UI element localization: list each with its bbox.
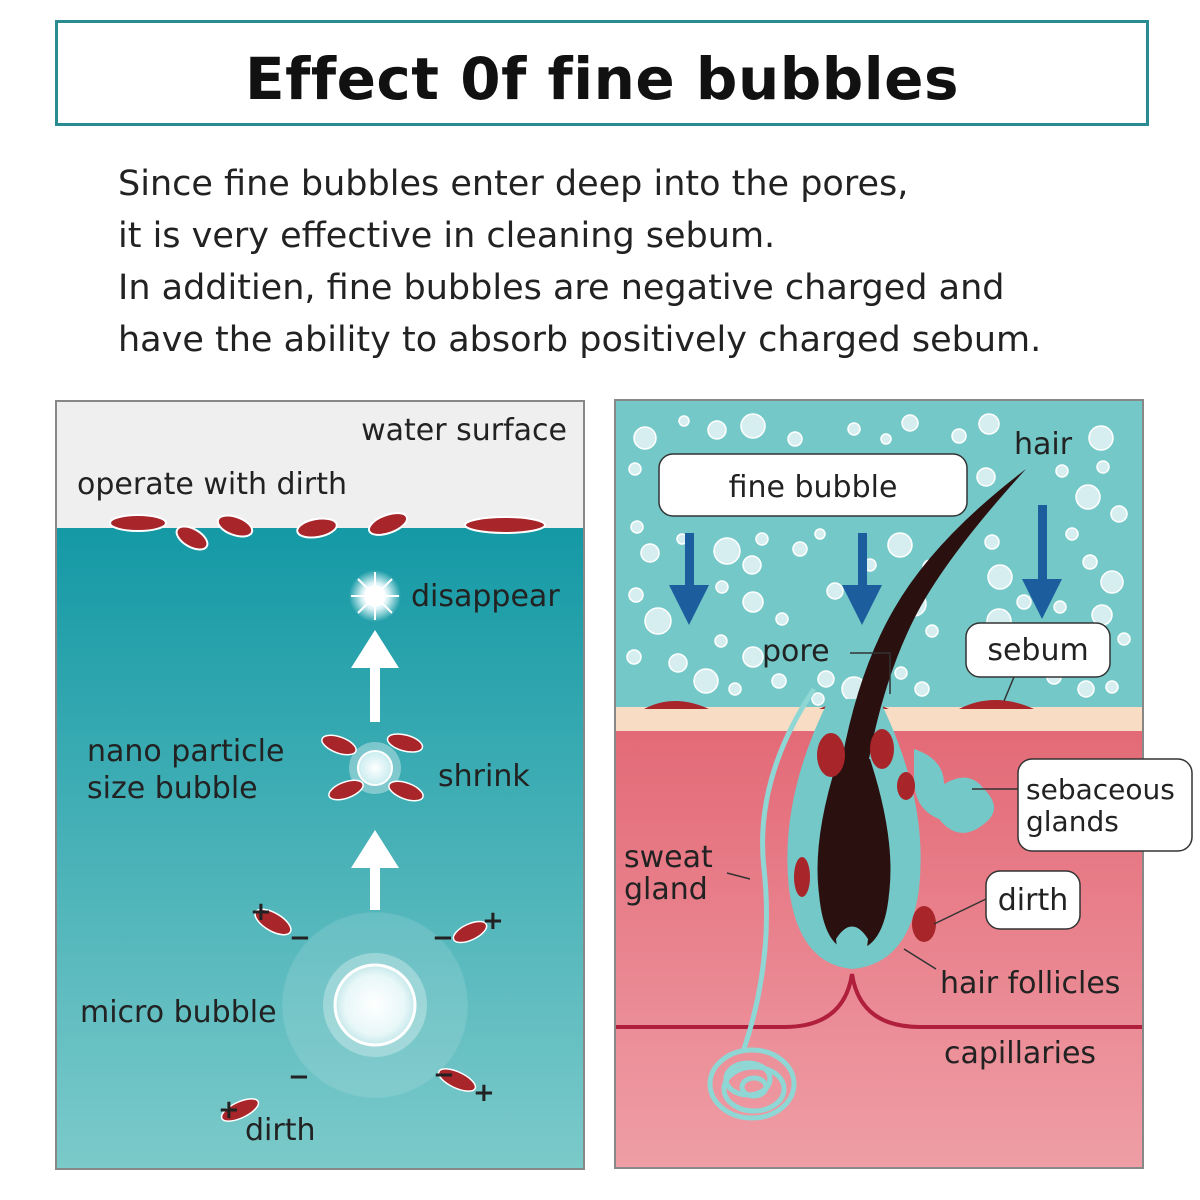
up-arrow-icon bbox=[351, 630, 399, 722]
water-surface-label: water surface bbox=[361, 413, 567, 448]
minus-sign: − bbox=[289, 923, 311, 953]
dirth-label: dirth bbox=[998, 883, 1069, 918]
sebaceous-glands bbox=[914, 749, 994, 833]
plus-sign: + bbox=[473, 1078, 495, 1108]
pore-label: pore bbox=[762, 634, 830, 669]
fine-bubble-label: fine bubble bbox=[729, 470, 898, 505]
bubble-field bbox=[626, 413, 1131, 706]
plus-sign: + bbox=[250, 897, 272, 927]
water-area bbox=[55, 528, 585, 1170]
intro-text: Since fine bubbles enter deep into the p… bbox=[118, 158, 1158, 366]
down-arrow-icon bbox=[842, 533, 882, 625]
intro-line: Since fine bubbles enter deep into the p… bbox=[118, 164, 909, 204]
dirth-label: dirth bbox=[245, 1113, 316, 1148]
plus-sign: + bbox=[482, 906, 504, 936]
panel-border bbox=[55, 400, 585, 1170]
up-arrow-icon bbox=[351, 830, 399, 910]
micro-bubble-label: micro bubble bbox=[80, 995, 277, 1030]
sebum-callout bbox=[965, 622, 1111, 678]
leader-lines bbox=[726, 652, 1024, 970]
dirt-particle bbox=[367, 512, 409, 536]
nano-bubble bbox=[321, 733, 424, 802]
sebum-label: sebum bbox=[987, 633, 1088, 668]
charge-signs: + − − + − − + + bbox=[218, 897, 504, 1125]
capillary-line bbox=[614, 973, 1144, 1029]
charged-dirt bbox=[220, 908, 488, 1122]
dirt-particle bbox=[464, 516, 546, 534]
disappear-sparkle bbox=[349, 570, 401, 622]
left-diagram: water surface operate with dirth disappe… bbox=[55, 400, 585, 1170]
fine-bubble-callout bbox=[658, 453, 968, 517]
plus-sign: + bbox=[218, 1095, 240, 1125]
nano-label-line1: nano particle bbox=[87, 734, 284, 769]
operate-label: operate with dirth bbox=[77, 467, 347, 502]
minus-sign: − bbox=[288, 1062, 310, 1092]
dirt-particle bbox=[175, 525, 209, 551]
surface-dirt bbox=[109, 512, 546, 551]
sweat-label-line1: sweat bbox=[624, 840, 713, 875]
sebaceous-label-line1: sebaceous bbox=[1026, 773, 1175, 806]
right-diagram: hair fine bubble pore sebum sebaceous gl… bbox=[614, 399, 1193, 1169]
intro-line: In additien, fine bubbles are negative c… bbox=[118, 268, 1005, 308]
dirt-particle bbox=[321, 734, 357, 756]
follicle-dirt bbox=[794, 729, 936, 942]
minus-sign: − bbox=[433, 1060, 455, 1090]
hair-shaft bbox=[842, 469, 1026, 759]
shrink-label: shrink bbox=[438, 759, 530, 794]
page-title: Effect 0f fine bubbles bbox=[244, 45, 960, 113]
dirt-particle bbox=[296, 517, 338, 539]
hair-label: hair bbox=[1014, 427, 1073, 462]
title-box: Effect 0f fine bubbles bbox=[55, 20, 1149, 126]
sweat-label-line2: gland bbox=[624, 872, 708, 907]
minus-sign: − bbox=[432, 923, 454, 953]
capillaries-label: capillaries bbox=[944, 1036, 1096, 1071]
down-arrow-icon bbox=[1022, 505, 1062, 619]
sweat-gland bbox=[707, 687, 817, 1121]
dirt-particle bbox=[388, 780, 424, 802]
down-arrow-icon bbox=[669, 533, 709, 625]
dirth-callout bbox=[985, 870, 1081, 930]
dirt-particle bbox=[109, 514, 167, 532]
disappear-label: disappear bbox=[411, 579, 560, 614]
dirt-particle bbox=[216, 514, 254, 538]
sebaceous-label-line2: glands bbox=[1026, 805, 1119, 838]
nano-label-line2: size bubble bbox=[87, 771, 258, 806]
dirt-particle bbox=[328, 779, 364, 801]
sky-area bbox=[55, 400, 585, 530]
hair-follicles-label: hair follicles bbox=[940, 966, 1120, 1001]
intro-line: it is very effective in cleaning sebum. bbox=[118, 216, 776, 256]
micro-bubble bbox=[282, 912, 468, 1098]
intro-line: have the ability to absorb positively ch… bbox=[118, 320, 1042, 360]
sebaceous-callout bbox=[1017, 758, 1193, 852]
dirt-particle bbox=[386, 733, 424, 753]
